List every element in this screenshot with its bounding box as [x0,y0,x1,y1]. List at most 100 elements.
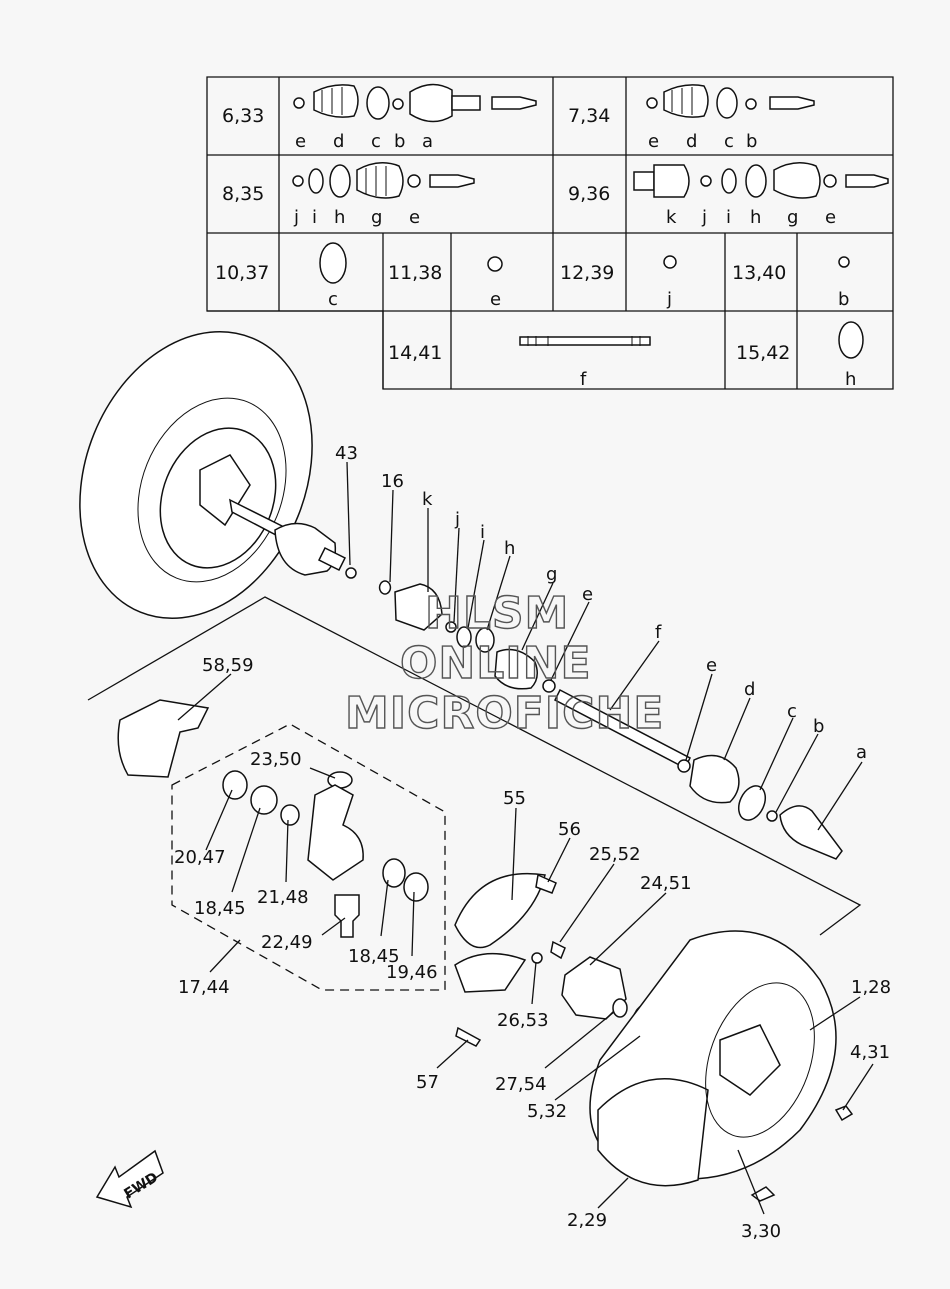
band-c [737,785,767,821]
clamp-icon [319,242,347,284]
washer-26 [531,952,543,964]
washer-23 [327,771,353,789]
table-ref-7-34: 7,34 [568,105,610,127]
callout-3-30: 3,30 [741,1221,781,1242]
kit-illustration-row2-left [292,162,475,199]
callout-26-53: 26,53 [497,1010,549,1031]
table-letter-j: j [666,289,672,310]
boot-d [689,754,740,804]
table-letter-e: e [825,207,836,228]
kit-illustration-row1-right [646,84,815,119]
callout-18-45: 18,45 [194,898,246,919]
callout-labels: 43 16 k j i h g e f e d c b a 58,59 23,5… [174,443,891,1242]
inner-cv-joint-k [394,583,443,631]
callout-c: c [787,701,797,722]
ring-b [766,810,778,822]
leader-lines [177,461,874,1215]
callout-e: e [706,655,717,676]
ball-joint-22 [334,894,360,938]
table-letter-g: g [371,207,382,228]
table-ref-10-37: 10,37 [215,262,269,284]
watermark-line-2: ONLINE [400,638,592,689]
table-letter-k: k [666,207,677,228]
table-letter-g: g [787,207,798,228]
circlip-43 [345,567,357,579]
shaft-icon [519,336,651,346]
callout-55: 55 [503,788,526,809]
table-ref-13-40: 13,40 [732,262,786,284]
seal-20 [222,770,248,800]
callout-2-29: 2,29 [567,1210,607,1231]
callout-24-51: 24,51 [640,873,692,894]
callout-d: d [744,679,755,700]
callout-17-44: 17,44 [178,977,230,998]
callout-b: b [813,716,824,737]
watermark: HLSM ONLINE MICROFICHE [344,587,664,739]
table-letter-h: h [845,369,856,390]
callout-5-32: 5,32 [527,1101,567,1122]
circlip-j [445,621,457,633]
callout-e: e [582,584,593,605]
bearing-18b [382,858,406,888]
table-letter-d: d [333,131,344,152]
table-ref-14-41: 14,41 [388,342,442,364]
watermark-line-3: MICROFICHE [345,688,664,739]
table-letter-e: e [295,131,306,152]
outer-cv-spline [317,546,347,572]
kit-illustration-row2-right [633,162,889,199]
table-letter-c: c [328,289,338,310]
bolt-25 [550,940,566,960]
seal-19 [403,872,429,902]
callout-57: 57 [416,1072,439,1093]
boot-g [494,648,538,690]
clamp-e-inner [542,679,556,693]
ring-icon [838,256,850,268]
table-letter-h: h [750,207,761,228]
callout-58-59: 58,59 [202,655,254,676]
bearing-18a [250,785,278,815]
ring-16 [378,580,392,595]
table-ref-8-35: 8,35 [222,183,264,205]
callout-a: a [856,742,867,763]
table-letter-j: j [701,207,707,228]
callout-1-28: 1,28 [851,977,891,998]
fwd-arrow-icon: FWD [95,1149,164,1209]
kit-illustration-row1-left [293,83,537,123]
knuckle-group-box [171,723,446,991]
callout-21-48: 21,48 [257,887,309,908]
clamp-e-outer [677,759,691,773]
table-ref-11-38: 11,38 [388,262,442,284]
callout-25-52: 25,52 [589,844,641,865]
table-letter-f: f [580,369,587,390]
table-letter-a: a [422,131,433,152]
callout-4-31: 4,31 [850,1042,890,1063]
table-letter-d: d [686,131,697,152]
table-letter-b: b [394,131,405,152]
bolt-56 [535,873,557,894]
table-ref-12-39: 12,39 [560,262,614,284]
callout-27-54: 27,54 [495,1074,547,1095]
callout-18-45: 18,45 [348,946,400,967]
callout-f: f [655,622,662,643]
table-letter-i: i [312,207,317,228]
callout-56: 56 [558,819,581,840]
callout-i: i [480,522,485,543]
table-letter-i: i [726,207,731,228]
knuckle-guard-58 [117,699,210,778]
clamp-small-icon [487,256,503,272]
callout-22-49: 22,49 [261,932,313,953]
collar-21 [280,804,300,826]
circlip-icon [663,255,677,269]
table-letter-c: c [371,131,381,152]
table-letter-b: b [746,131,757,152]
band-icon [838,321,864,359]
brake-disc-guard [454,952,527,993]
tire-upper-left [79,330,313,620]
tire-lower-right [589,930,837,1187]
assembly-frame [87,596,862,936]
outer-cv-joint-a [779,805,843,860]
table-letter-e: e [648,131,659,152]
table-ref-15-42: 15,42 [736,342,790,364]
table-letter-c: c [724,131,734,152]
